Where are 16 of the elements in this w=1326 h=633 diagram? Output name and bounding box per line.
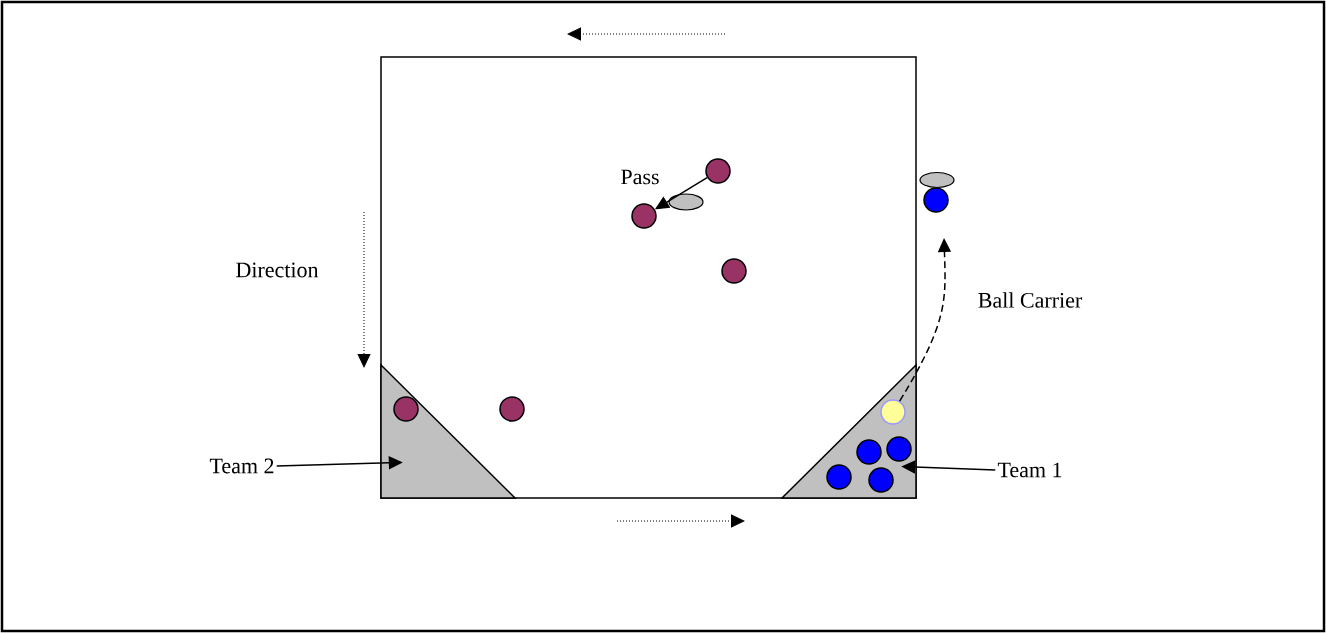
player-circle [886,436,912,462]
player-circle [923,187,949,213]
edge-label: Pass [621,169,659,185]
player-circle [631,203,657,229]
player-circle [856,439,882,465]
player-circle [826,464,852,490]
team-label: Team 1 [997,462,1062,478]
player-circle [868,467,894,493]
player-circle [880,399,906,425]
player-circle [393,396,419,422]
edge-label: Ball Carrier [978,292,1083,308]
player-circle [705,158,731,184]
player-circle [721,258,747,284]
team-label: Team 2 [209,458,274,474]
direction-label: Direction [236,262,319,278]
player-circle [499,396,525,422]
